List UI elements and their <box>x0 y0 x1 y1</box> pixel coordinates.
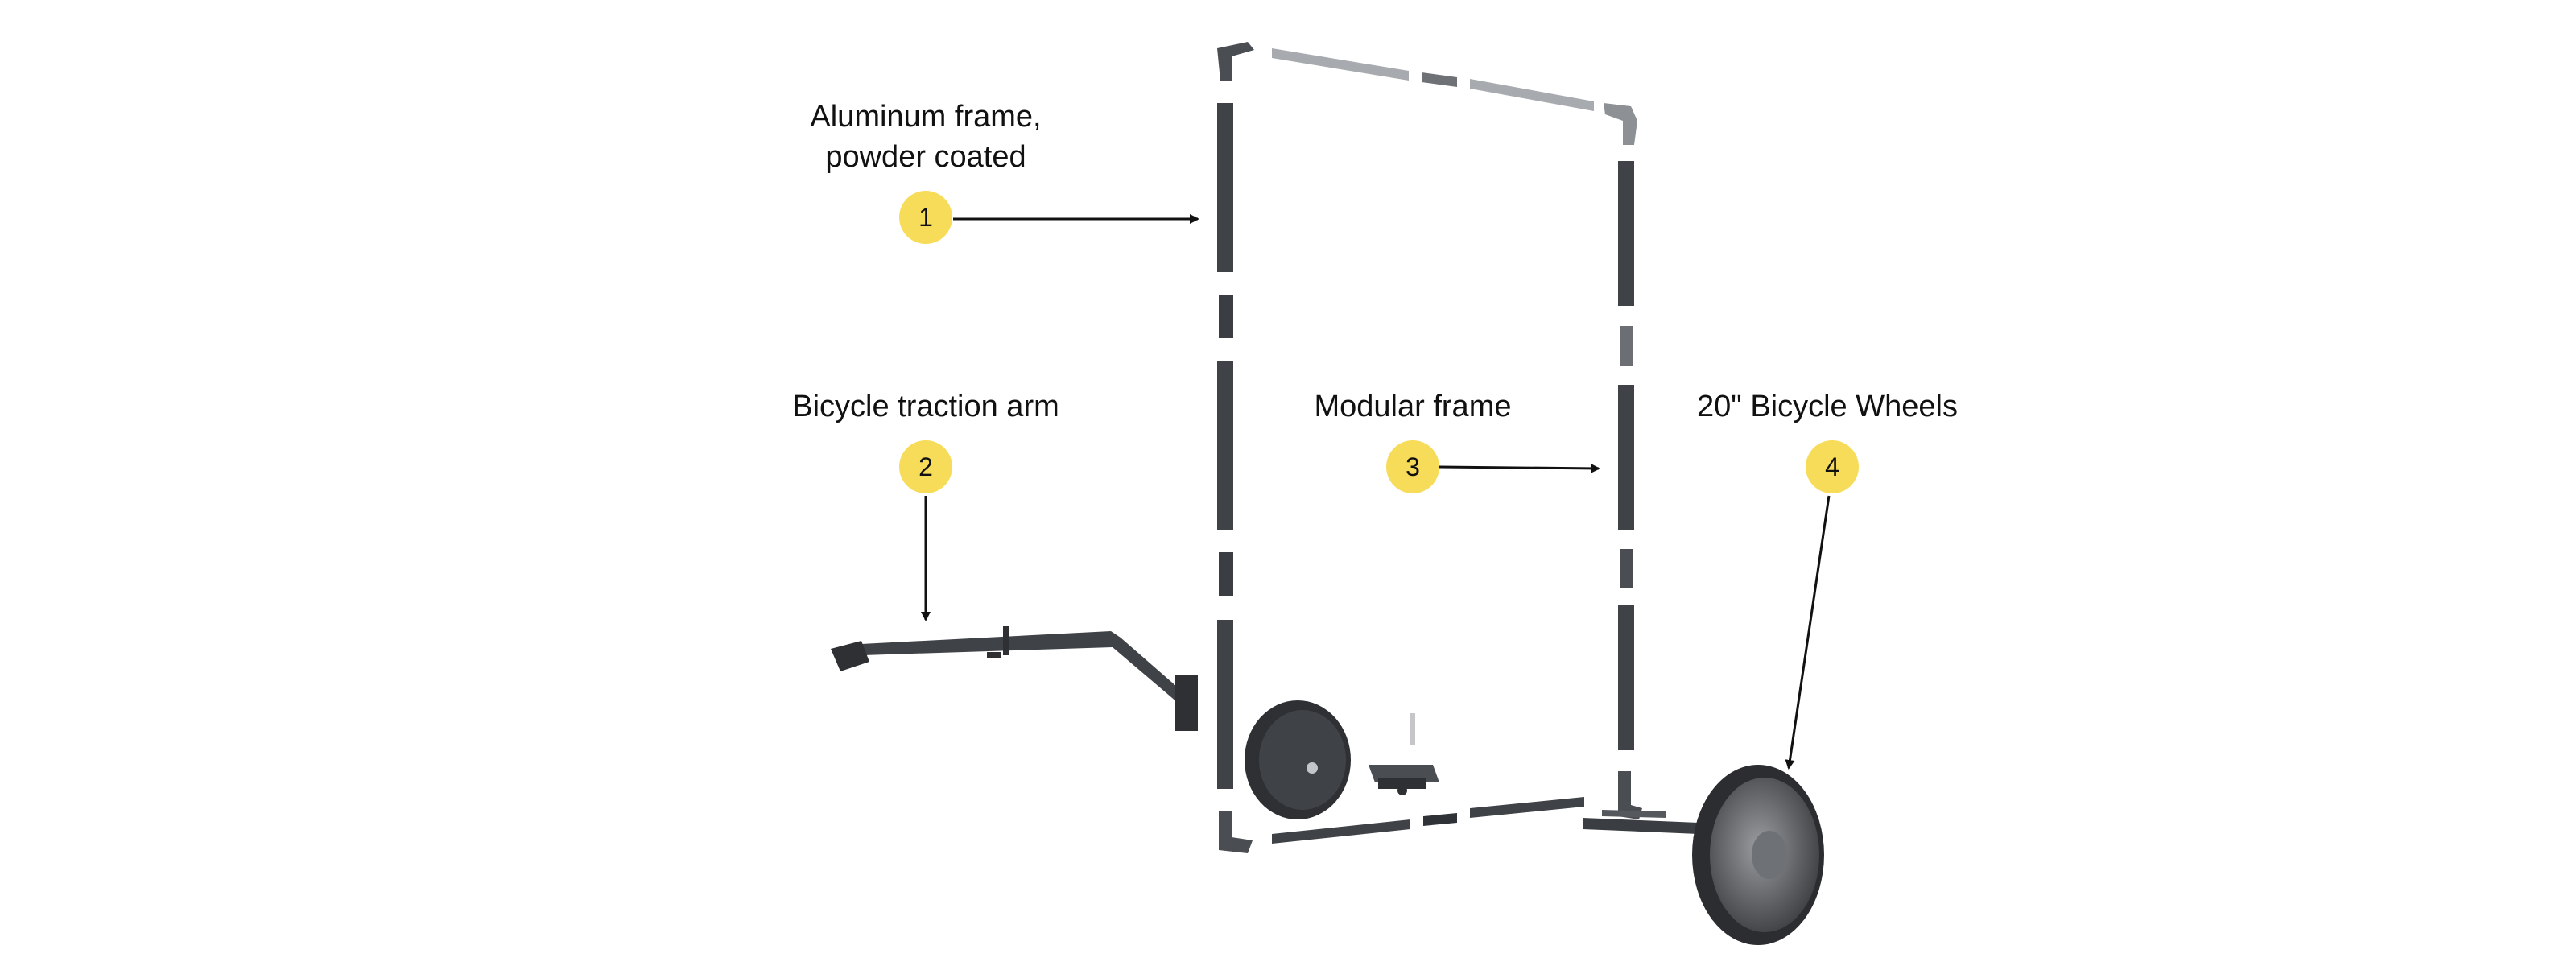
callout-label-line: 20" Bicycle Wheels <box>1697 390 1958 423</box>
wheel-right <box>1692 765 1824 945</box>
left-joint-lower <box>1219 552 1233 596</box>
wheel-left <box>1245 700 1351 819</box>
top-rails <box>1272 48 1637 145</box>
wheel-left-disc <box>1259 710 1346 810</box>
traction-arm-clip <box>1003 626 1009 655</box>
traction-arm-lever <box>987 652 1001 658</box>
callout-label-traction-arm: Bicycle traction arm <box>733 386 1119 427</box>
right-tube-middle <box>1618 385 1634 530</box>
top-rail-left <box>1272 48 1409 80</box>
bottom-rail-right <box>1470 797 1584 818</box>
hitch-clamp-base <box>1378 778 1426 789</box>
right-joint-lower <box>1620 549 1633 588</box>
wheel-right-hub <box>1752 831 1787 879</box>
bottom-left-corner-connector <box>1219 811 1253 853</box>
wheel-left-hub <box>1307 762 1318 774</box>
callout-label-bicycle-wheels: 20" Bicycle Wheels <box>1658 386 1996 427</box>
callout-badge-2: 2 <box>899 440 952 493</box>
top-right-corner-connector <box>1604 103 1637 145</box>
hitch-bolt <box>1397 786 1407 795</box>
callout-label-modular-frame: Modular frame <box>1264 386 1562 427</box>
top-rail-right <box>1470 79 1594 111</box>
traction-arm-mount-plate <box>1175 675 1198 731</box>
right-tube-upper <box>1618 161 1634 306</box>
left-tube-lower <box>1217 620 1233 789</box>
right-tube-lower <box>1618 605 1634 750</box>
callout-label-line: Aluminum frame, <box>810 100 1042 134</box>
right-frame-column <box>1618 161 1642 819</box>
axle-plate <box>1602 810 1666 818</box>
callout-badge-4: 4 <box>1806 440 1859 493</box>
bottom-right-corner-connector <box>1618 771 1642 819</box>
bottom-rails <box>1272 797 1699 844</box>
callout-badge-1: 1 <box>899 191 952 244</box>
left-joint-upper <box>1219 295 1233 338</box>
right-joint-upper <box>1620 326 1633 366</box>
bottom-rail-connector <box>1423 813 1457 826</box>
bottom-rail-left <box>1272 819 1410 844</box>
small-hardware <box>1368 713 1439 795</box>
callout-badge-3: 3 <box>1386 440 1439 493</box>
top-rail-connector <box>1422 72 1457 87</box>
pin-part <box>1410 713 1415 745</box>
callout-label-line: Modular frame <box>1314 390 1512 423</box>
axle-bracket <box>1583 818 1699 834</box>
callout-arrows <box>921 214 1831 770</box>
callout-label-aluminum-frame: Aluminum frame, powder coated <box>765 97 1087 177</box>
traction-arm-hitch-end <box>831 641 869 671</box>
traction-arm-tube <box>861 631 1183 702</box>
left-tube-upper <box>1217 103 1233 272</box>
top-left-corner-connector <box>1217 42 1254 80</box>
arrow-modular-frame <box>1439 463 1600 473</box>
traction-arm <box>831 626 1198 731</box>
callout-label-line: powder coated <box>825 140 1026 174</box>
arrow-bicycle-wheels <box>1785 495 1831 770</box>
left-tube-middle <box>1217 361 1233 530</box>
left-frame-column <box>1217 42 1254 853</box>
callout-label-line: Bicycle traction arm <box>792 390 1059 423</box>
